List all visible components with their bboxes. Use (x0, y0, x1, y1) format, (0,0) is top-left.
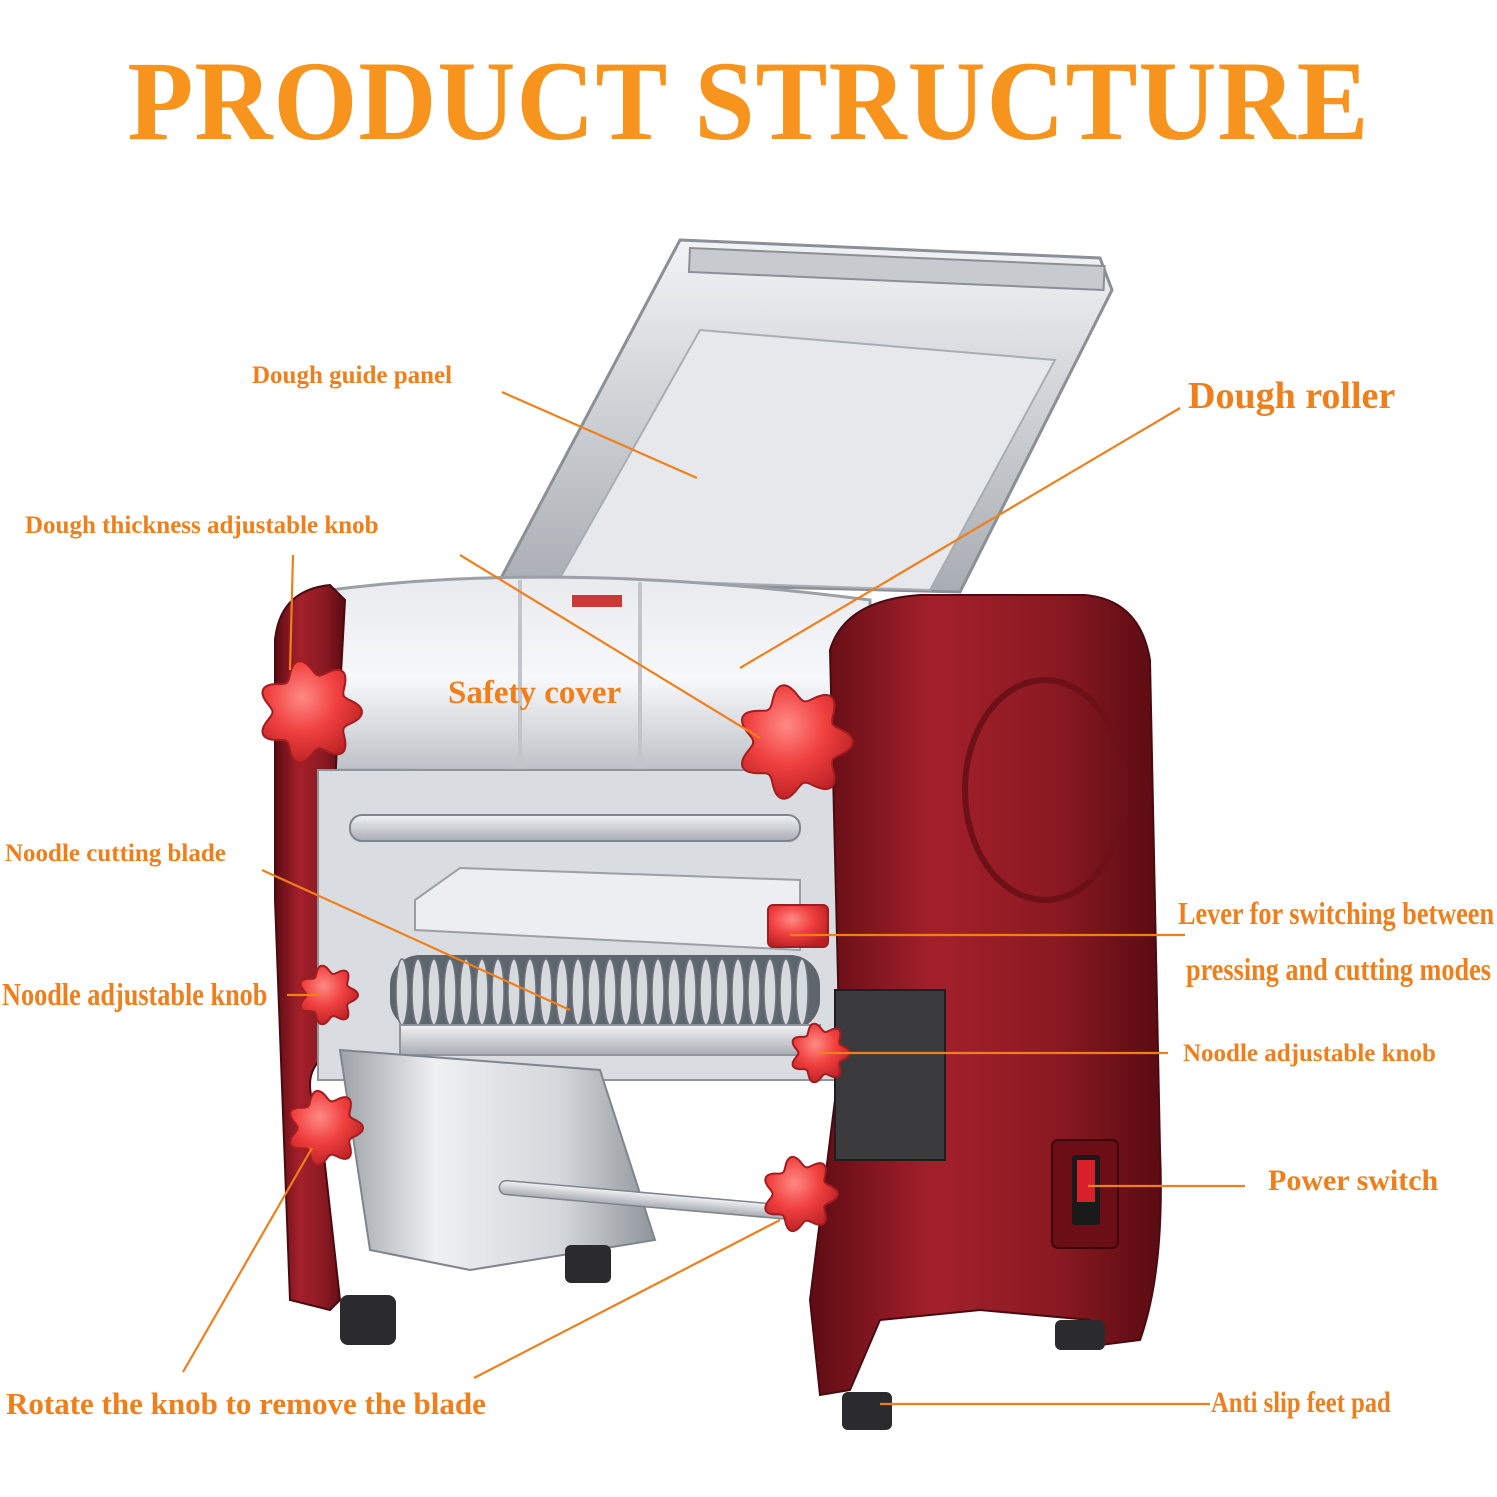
stand-plate (338, 1048, 800, 1345)
label-safety-cover: Safety cover (448, 675, 622, 711)
label-noodle-knob-left: Noodle adjustable knob (2, 976, 268, 1012)
knob-blade-right-icon (764, 1155, 840, 1233)
knob-dough-thickness-right-icon (740, 684, 855, 800)
label-power-switch: Power switch (1268, 1164, 1439, 1197)
label-dough-guide-panel: Dough guide panel (252, 362, 453, 389)
label-lever-line2: pressing and cutting modes (1186, 951, 1491, 987)
label-noodle-cutting-blade: Noodle cutting blade (5, 840, 226, 867)
mode-lever (767, 904, 829, 948)
label-dough-roller: Dough roller (1188, 375, 1396, 417)
knob-dough-thickness-left-icon (261, 660, 364, 764)
roller-assembly (317, 769, 839, 1081)
label-lever-line1: Lever for switching between (1178, 895, 1495, 931)
label-rotate-knob: Rotate the knob to remove the blade (6, 1386, 486, 1421)
dough-guide-panel (497, 238, 1114, 594)
right-body (808, 594, 1162, 1430)
label-anti-slip-feet: Anti slip feet pad (1211, 1386, 1391, 1419)
label-noodle-knob-right: Noodle adjustable knob (1183, 1040, 1436, 1067)
page-title: PRODUCT STRUCTURE (127, 39, 1370, 164)
callout-lines (182, 390, 1245, 1406)
knob-blade-left-icon (289, 1089, 365, 1167)
label-dough-thickness-knob: Dough thickness adjustable knob (25, 512, 379, 539)
